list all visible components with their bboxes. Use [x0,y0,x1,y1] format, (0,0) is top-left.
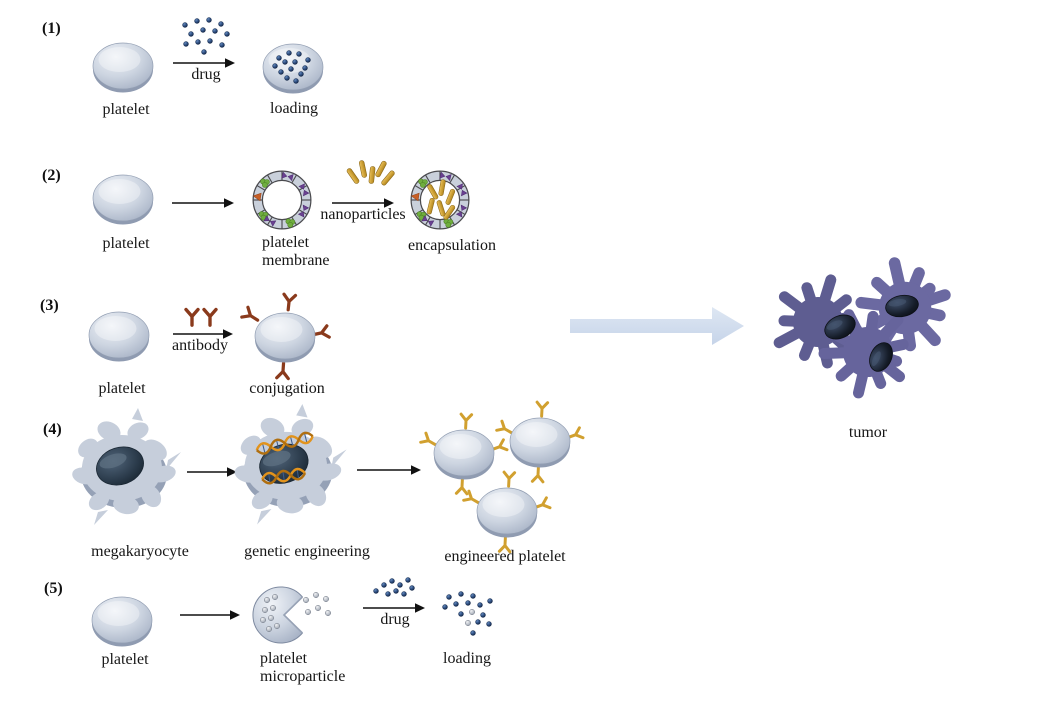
platelet-icon [91,596,153,647]
engineered-platelet-icon [461,469,553,555]
arrow-icon [187,467,237,477]
encapsulation-icon [407,167,473,233]
platelet-icon [92,174,154,225]
source-label: megakaryocyte [91,543,189,560]
intermediate-label: genetic engineering [244,543,370,560]
result-label: conjugation [249,380,325,397]
loaded-drug-cluster-icon [442,591,493,636]
intermediate-label: platelet microparticle [260,650,346,685]
platelet-microparticle-icon [252,586,331,644]
row-number: (5) [44,580,63,597]
nanorods-icon [345,159,395,187]
arrow-icon [173,58,235,68]
platelet-icon [92,42,154,93]
result-label: encapsulation [408,237,496,254]
conjugated-platelet-icon [240,292,331,381]
released-particles [303,592,331,616]
loaded-platelet-icon [262,43,324,94]
row-number: (4) [43,421,62,438]
to-tumor-arrow-icon [570,307,744,345]
arrow-label: drug [380,611,410,628]
arrow-icon [363,603,425,613]
dna-icon [255,431,314,485]
source-label: platelet [102,235,150,252]
arrow-label: antibody [172,337,228,354]
row-number: (3) [40,297,59,314]
result-label: engineered platelet [444,548,566,565]
arrow-icon [180,610,240,620]
row-number: (2) [42,167,61,184]
platelet-icon [88,311,150,362]
intermediate-label: platelet membrane [262,234,330,269]
tumor-icon [772,256,952,406]
result-label: loading [443,650,491,667]
platelet-membrane-icon [249,167,315,233]
tumor-nuclei [824,294,919,372]
arrow-icon [173,329,233,339]
tumor-label: tumor [848,424,888,441]
source-label: platelet [102,101,150,118]
result-label: loading [270,100,318,117]
megakaryocyte-icon [70,408,181,525]
row-number: (1) [42,20,61,37]
arrow-icon [172,198,234,208]
source-label: platelet [98,380,146,397]
arrow-icon [357,465,421,475]
arrow-label: drug [191,66,221,83]
arrow-label: nanoparticles [320,206,406,223]
arrow-icon [332,198,394,208]
source-label: platelet [101,651,149,668]
genetic-engineering-icon [232,404,347,525]
drug-dots-icon [182,17,230,55]
